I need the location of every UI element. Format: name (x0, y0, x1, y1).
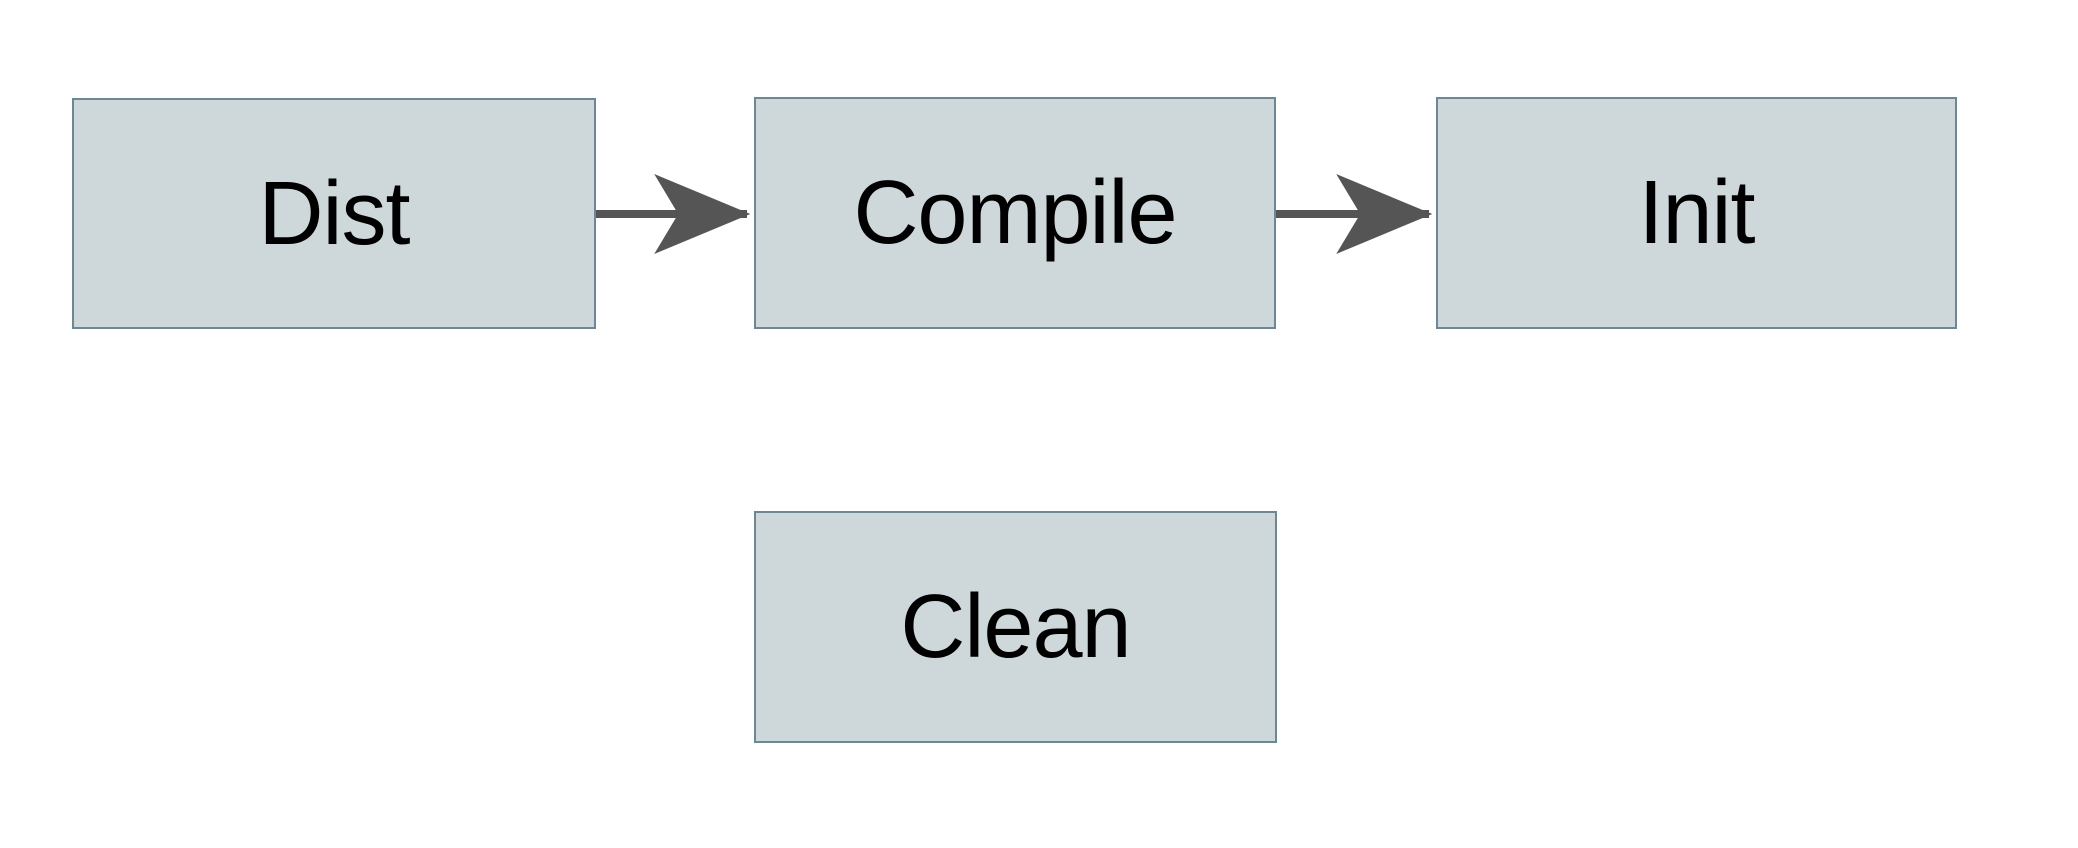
node-compile-label: Compile (853, 163, 1177, 263)
node-compile[interactable]: Compile (754, 97, 1276, 329)
node-init[interactable]: Init (1436, 97, 1957, 329)
node-dist[interactable]: Dist (72, 98, 596, 329)
node-clean-label: Clean (900, 577, 1131, 677)
node-clean[interactable]: Clean (754, 511, 1277, 743)
node-dist-label: Dist (258, 163, 411, 264)
node-init-label: Init (1638, 163, 1755, 263)
